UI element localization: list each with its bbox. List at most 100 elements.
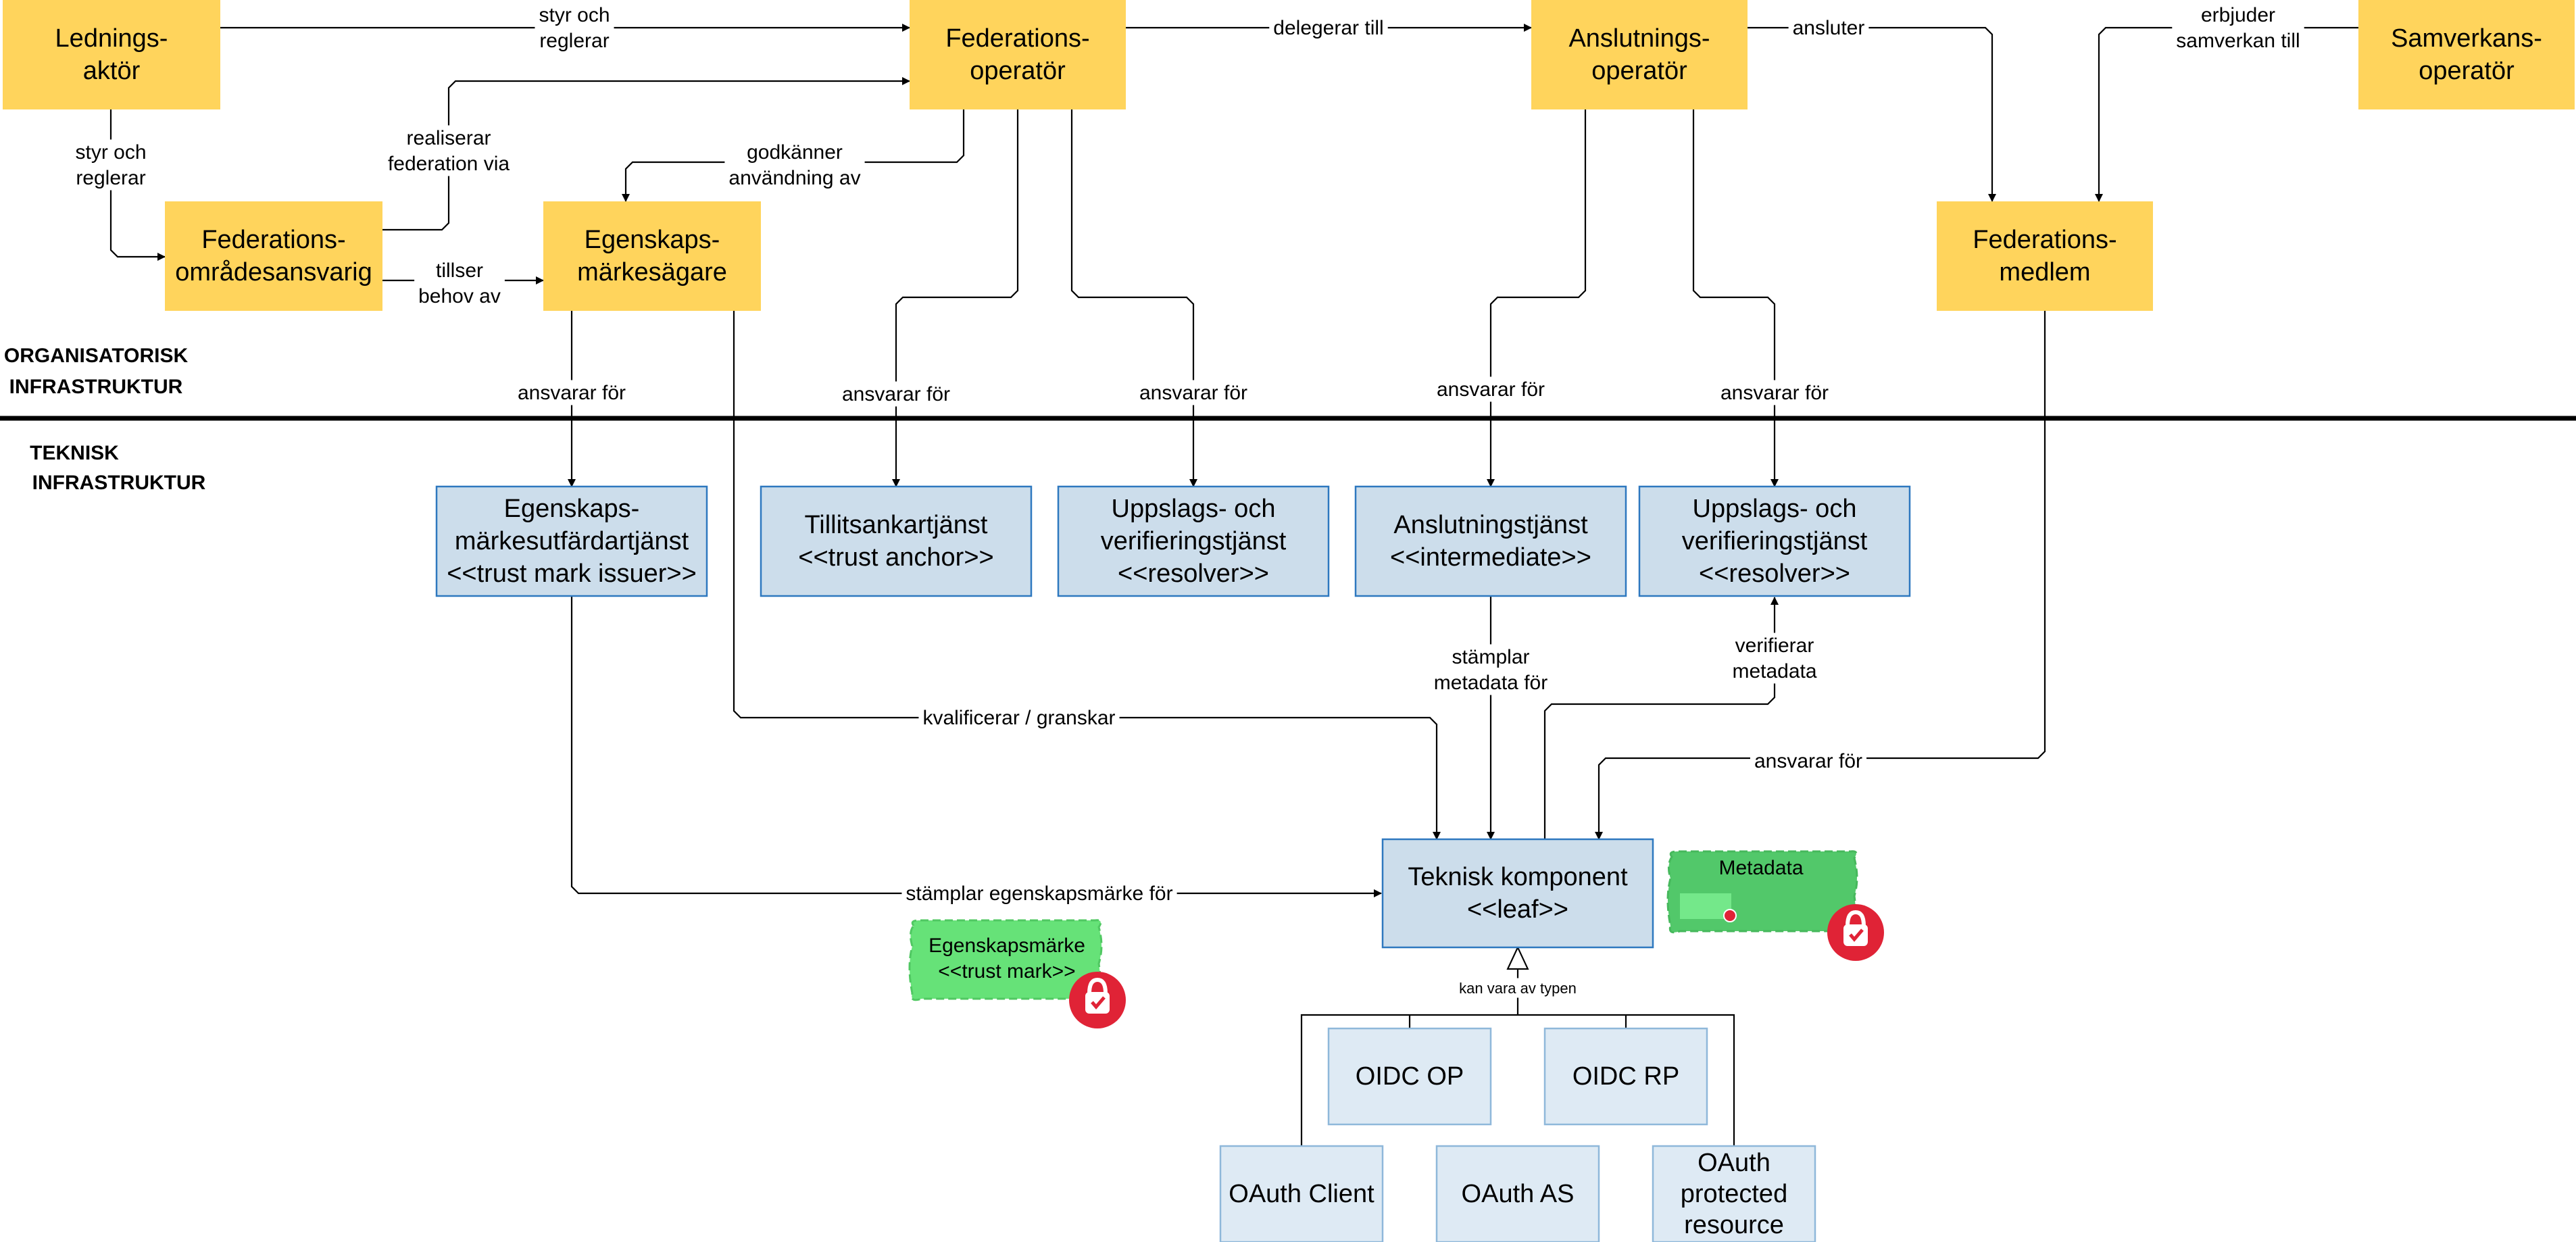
label-line: operatör — [1591, 57, 1687, 85]
edge-label-ansvarar-medlem: ansvarar för — [1754, 750, 1862, 772]
label-line: märkesutfärdartjänst — [455, 527, 689, 555]
label-ledningsaktor: Lednings-aktör — [55, 24, 168, 85]
label-oidc-op: OIDC OP — [1356, 1062, 1464, 1091]
label-line: Egenskaps- — [504, 495, 640, 523]
artifact-trust-mark — [908, 919, 1103, 1001]
label-line: Teknisk komponent — [1408, 863, 1628, 891]
section-org-label-2: INFRASTRUKTUR — [9, 376, 183, 398]
edge-label-background — [1728, 632, 1821, 684]
service-trust-anchor — [760, 485, 1033, 597]
label-federationsoperator: Federations-operatör — [945, 24, 1089, 85]
label-line: metadata — [1732, 660, 1816, 682]
label-oauth-client: OAuth Client — [1229, 1180, 1374, 1208]
leaf-type-oauth-as — [1435, 1145, 1600, 1242]
label-line: behov av — [418, 285, 501, 307]
label-line: kan vara av typen — [1459, 980, 1577, 997]
label-line: OIDC RP — [1572, 1062, 1679, 1091]
edge-label-ansvarar-4: ansvarar för — [1437, 378, 1545, 401]
edge-label-ansvarar-2: ansvarar för — [842, 383, 950, 405]
label-line: stämplar egenskapsmärke för — [906, 883, 1172, 905]
label-intermediate: Anslutningstjänst<<intermediate>> — [1390, 511, 1591, 572]
label-line: Metadata — [1718, 857, 1803, 879]
leaf-type-oidc-rp — [1543, 1027, 1708, 1126]
section-org-label-1: ORGANISATORISK — [4, 345, 189, 367]
edge-label-background — [1429, 644, 1552, 695]
metadata-document-icon — [1680, 893, 1731, 919]
seal-check-icon — [1069, 972, 1126, 1028]
label-trust-mark-issuer: Egenskaps-märkesutfärdartjänst <<trust ma… — [447, 495, 697, 588]
label-line: verifieringstjänst — [1682, 527, 1868, 555]
leaf-type-oauth-protected — [1652, 1145, 1816, 1242]
edge-label-background — [513, 380, 630, 405]
label-line: ansluter — [1793, 17, 1865, 39]
label-line: Egenskaps- — [585, 226, 720, 254]
edge-label-stamplar-egenskap: stämplar egenskapsmärke för — [906, 883, 1172, 905]
leaf-type-oidc-op — [1327, 1027, 1492, 1126]
label-metadata: Metadata — [1718, 857, 1803, 879]
label-line: protected — [1681, 1180, 1787, 1208]
actor-federationsomradesansvarig — [165, 201, 382, 311]
edge-ansvarar-5 — [1692, 109, 1779, 487]
label-line: Federations- — [201, 226, 345, 254]
label-line: verifieringstjänst — [1101, 527, 1287, 555]
seal-check-icon — [1827, 904, 1884, 961]
edge-label-kvalificerar: kvalificerar / granskar — [922, 707, 1115, 729]
label-line: federation via — [388, 153, 510, 175]
actor-anslutningsoperator — [1531, 0, 1748, 109]
edge-label-background — [918, 705, 1120, 730]
label-line: <<trust mark issuer>> — [447, 560, 697, 588]
label-line: ansvarar för — [842, 383, 950, 405]
label-line: Uppslags- och — [1693, 495, 1857, 523]
label-line: samverkan till — [2176, 30, 2300, 52]
leaf-type-oauth-client — [1219, 1145, 1384, 1242]
actor-federationsmedlem — [1937, 201, 2153, 311]
section-tech-label-1: TEKNISK — [30, 442, 119, 464]
edge-label-background — [724, 139, 865, 191]
label-line: aktör — [83, 57, 141, 85]
label-line: ansvarar för — [518, 382, 626, 404]
label-line: tillser — [436, 259, 483, 282]
label-trust-anchor: Tillitsankartjänst<<trust anchor>> — [798, 511, 993, 572]
edge-label-godkanner: godkänner användning av — [728, 141, 860, 189]
label-anslutningsoperator: Anslutnings-operatör — [1568, 24, 1710, 85]
edge-label-ansvarar-3: ansvarar för — [1139, 382, 1247, 404]
edge-label-background — [1135, 380, 1252, 405]
label-line: ansvarar för — [1437, 378, 1545, 401]
label-line: resource — [1684, 1211, 1784, 1239]
edge-label-kan-vara: kan vara av typen — [1459, 980, 1577, 997]
edge-ansvarar-2 — [892, 109, 1019, 487]
label-line: <<trust anchor>> — [798, 543, 993, 572]
label-trust-mark: Egenskapsmärke<<trust mark>> — [928, 935, 1085, 983]
label-line: delegerar till — [1273, 17, 1383, 39]
label-oauth-as: OAuth AS — [1462, 1180, 1575, 1208]
label-line: ansvarar för — [1720, 382, 1829, 404]
edge-ansluter — [1748, 26, 1996, 202]
edge-ansvarar-3 — [1070, 109, 1197, 487]
actor-ledningsaktor — [3, 0, 220, 109]
label-line: styr och — [539, 4, 610, 26]
edge-ansvarar-4 — [1487, 109, 1587, 487]
actor-egenskapsmarkesagare — [543, 201, 761, 311]
label-line: realiserar — [406, 127, 491, 149]
edge-label-background — [414, 257, 505, 309]
label-federationsomradesansvarig: Federations-områdesansvarig — [175, 226, 372, 287]
edge-label-background — [1269, 15, 1388, 41]
label-line: Federations- — [1973, 226, 2116, 254]
label-line: användning av — [728, 167, 860, 189]
label-line: operatör — [2419, 57, 2515, 85]
edge-label-background — [1716, 380, 1833, 405]
label-line: godkänner — [747, 141, 843, 164]
label-line: OAuth — [1698, 1149, 1770, 1177]
label-line: <<resolver>> — [1699, 560, 1850, 588]
edge-label-realiserar: realiserar federation via — [388, 127, 510, 175]
label-federationsmedlem: Federations-medlem — [1973, 226, 2116, 287]
label-line: Egenskapsmärke — [928, 935, 1085, 957]
edge-label-background — [2172, 2, 2304, 53]
label-line: <<resolver>> — [1118, 560, 1269, 588]
label-line: Anslutnings- — [1568, 24, 1710, 53]
label-line: Federations- — [945, 24, 1089, 53]
